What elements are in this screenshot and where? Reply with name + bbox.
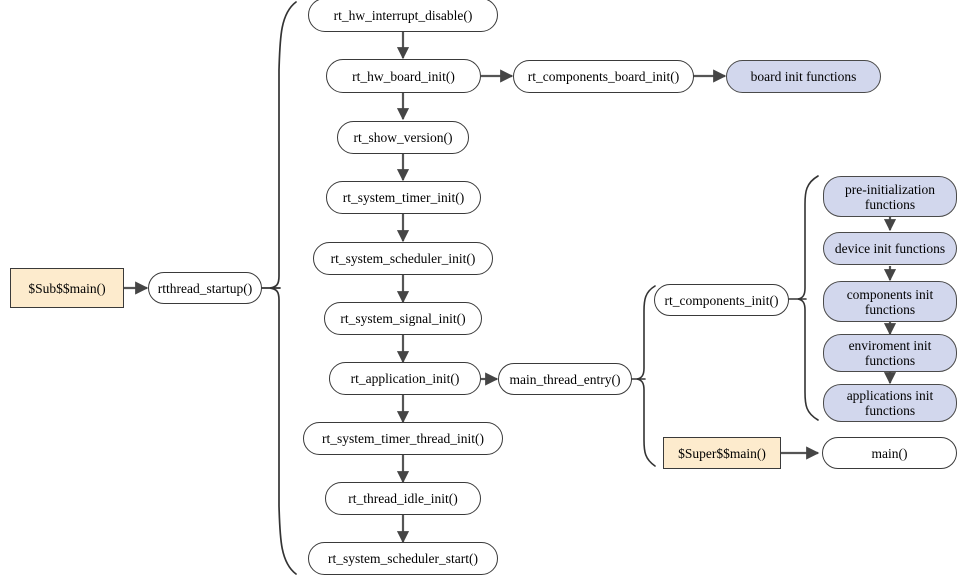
node-rt-thread-idle-init[interactable]: rt_thread_idle_init() xyxy=(325,482,481,515)
node-rt-system-timer-init-label: rt_system_timer_init() xyxy=(342,190,465,205)
node-main-thread-entry-label: main_thread_entry() xyxy=(509,371,621,387)
node-rt-components-board-init-label: rt_components_board_init() xyxy=(527,69,680,84)
node-super-main[interactable]: $Super$$main() xyxy=(663,437,781,469)
node-rt-system-scheduler-start-label: rt_system_scheduler_start() xyxy=(328,551,478,566)
node-board-init-functions[interactable]: board init functions xyxy=(726,60,881,93)
node-rt-system-timer-thread-init[interactable]: rt_system_timer_thread_init() xyxy=(303,422,503,455)
node-device-init-functions-label: device init functions xyxy=(834,241,946,256)
node-applications-init-functions[interactable]: applications init functions xyxy=(823,384,957,422)
node-rt-thread-idle-init-label: rt_thread_idle_init() xyxy=(348,491,458,506)
node-components-init-functions[interactable]: components init functions xyxy=(823,281,957,322)
node-rt-components-init[interactable]: rt_components_init() xyxy=(654,284,789,316)
node-applications-init-functions-label: applications init functions xyxy=(846,388,934,418)
node-rt-system-scheduler-init-label: rt_system_scheduler_init() xyxy=(330,251,476,266)
node-rt-system-signal-init[interactable]: rt_system_signal_init() xyxy=(324,302,482,335)
node-rt-hw-interrupt-disable-label: rt_hw_interrupt_disable() xyxy=(333,7,473,23)
node-rt-components-init-label: rt_components_init() xyxy=(664,292,779,308)
node-rt-components-board-init[interactable]: rt_components_board_init() xyxy=(513,60,694,93)
node-super-main-label: $Super$$main() xyxy=(678,445,766,461)
node-rt-system-scheduler-init[interactable]: rt_system_scheduler_init() xyxy=(313,242,493,275)
node-rtthread-startup[interactable]: rtthread_startup() xyxy=(148,272,262,304)
brace-main-thread-entry xyxy=(636,285,656,467)
node-rt-application-init-label: rt_application_init() xyxy=(350,371,460,386)
node-sub-main[interactable]: $Sub$$main() xyxy=(10,268,124,308)
node-rt-system-timer-thread-init-label: rt_system_timer_thread_init() xyxy=(322,431,484,446)
node-main-thread-entry[interactable]: main_thread_entry() xyxy=(498,363,632,395)
node-sub-main-label: $Sub$$main() xyxy=(28,280,106,296)
node-rt-system-signal-init-label: rt_system_signal_init() xyxy=(340,311,466,326)
node-rt-show-version[interactable]: rt_show_version() xyxy=(337,121,469,154)
brace-components-init xyxy=(797,175,819,421)
node-rt-show-version-label: rt_show_version() xyxy=(353,130,453,145)
node-pre-initialization-functions[interactable]: pre-initialization functions xyxy=(823,176,957,217)
node-rt-system-timer-init[interactable]: rt_system_timer_init() xyxy=(326,181,481,214)
node-rt-hw-board-init-label: rt_hw_board_init() xyxy=(352,68,455,84)
node-rt-system-scheduler-start[interactable]: rt_system_scheduler_start() xyxy=(308,542,498,575)
node-rt-hw-interrupt-disable[interactable]: rt_hw_interrupt_disable() xyxy=(308,0,498,32)
node-device-init-functions[interactable]: device init functions xyxy=(823,232,957,265)
node-enviroment-init-functions-label: enviroment init functions xyxy=(848,338,932,368)
node-rt-hw-board-init[interactable]: rt_hw_board_init() xyxy=(326,59,481,93)
node-board-init-functions-label: board init functions xyxy=(750,69,857,84)
brace-rtthread-startup xyxy=(269,1,297,575)
node-rt-application-init[interactable]: rt_application_init() xyxy=(329,362,481,395)
node-main-label: main() xyxy=(871,445,908,461)
node-pre-initialization-functions-label: pre-initialization functions xyxy=(845,181,935,212)
node-enviroment-init-functions[interactable]: enviroment init functions xyxy=(823,334,957,372)
node-components-init-functions-label: components init functions xyxy=(846,286,934,317)
node-rtthread-startup-label: rtthread_startup() xyxy=(157,280,253,296)
node-main[interactable]: main() xyxy=(822,437,957,469)
